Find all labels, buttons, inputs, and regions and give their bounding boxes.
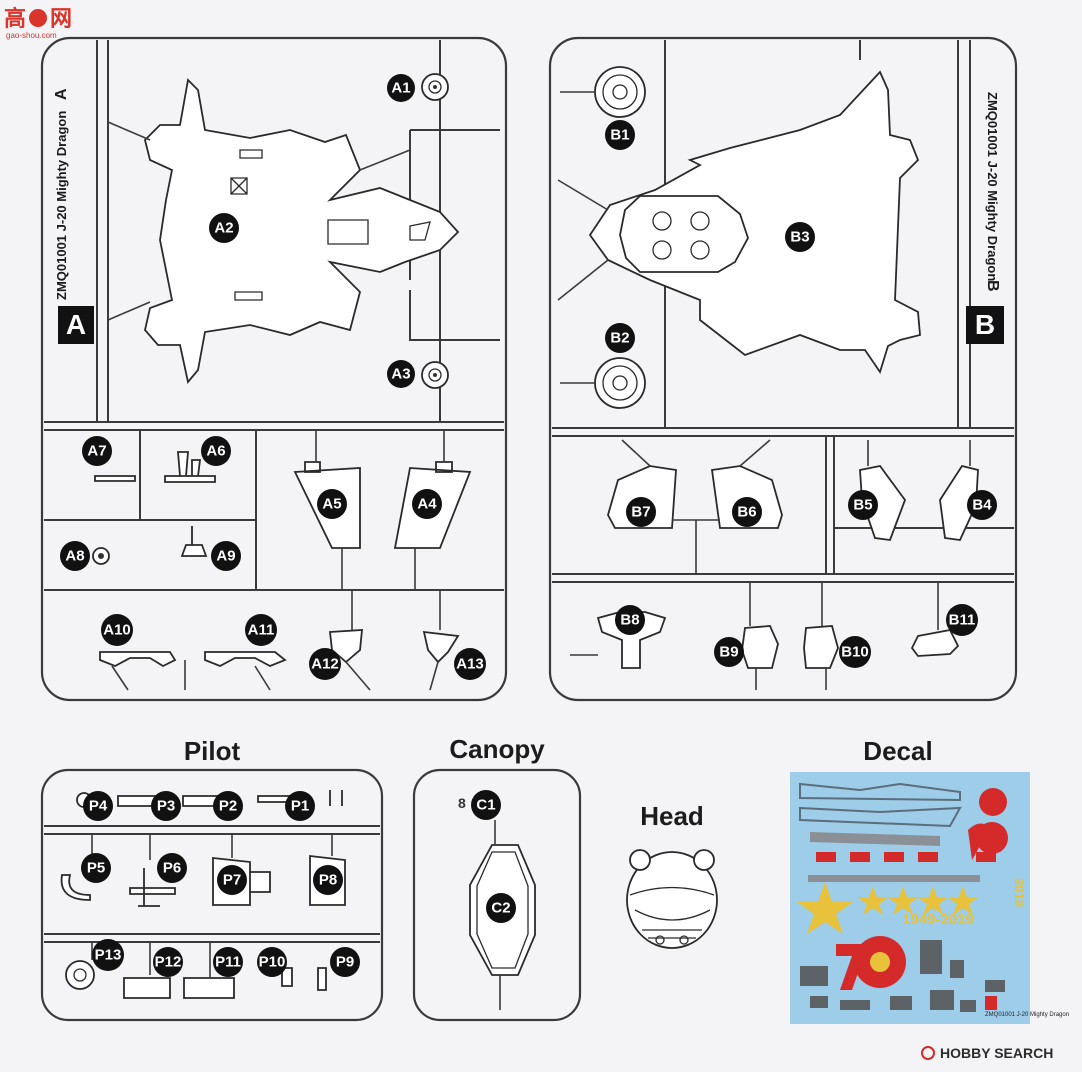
- label-p8: P8: [319, 872, 337, 889]
- sprue-a-letter: A: [66, 309, 86, 340]
- svg-text:网: 网: [50, 6, 72, 31]
- label-a4: A4: [417, 496, 437, 513]
- label-p9: P9: [336, 954, 354, 971]
- label-a12: A12: [311, 656, 339, 673]
- canopy-heading: Canopy: [449, 734, 545, 764]
- pilot-head-shape: [626, 849, 718, 949]
- label-p1: P1: [291, 798, 309, 815]
- label-a5: A5: [322, 496, 341, 513]
- label-b11: B11: [949, 612, 976, 629]
- watermark-logo: 高 网 gao-shou.com: [4, 6, 72, 40]
- watermark-hobby-search: HOBBY SEARCH: [921, 1045, 1053, 1061]
- label-a11: A11: [248, 622, 275, 639]
- label-b1: B1: [610, 127, 629, 144]
- sprue-a-side-text: ZMQ01001 J-20 Mighty Dragon: [54, 111, 69, 300]
- decal-heading: Decal: [863, 736, 932, 766]
- watermark-brand: HOBBY SEARCH: [940, 1045, 1053, 1061]
- decal-years: 1949-2019: [902, 911, 974, 928]
- label-a7: A7: [87, 443, 106, 460]
- label-b3: B3: [790, 229, 809, 246]
- label-p3: P3: [157, 798, 175, 815]
- label-b9: B9: [719, 644, 738, 661]
- label-p13: P13: [95, 947, 122, 964]
- label-b7: B7: [631, 504, 650, 521]
- label-p11: P11: [215, 954, 241, 971]
- pilot-heading: Pilot: [184, 736, 241, 766]
- label-a3: A3: [391, 366, 410, 383]
- label-c2: C2: [491, 900, 510, 917]
- label-p5: P5: [87, 860, 105, 877]
- watermark-url: gao-shou.com: [6, 31, 57, 40]
- sprue-b-letter: B: [975, 309, 995, 340]
- label-p10: P10: [259, 954, 286, 971]
- svg-text:2019: 2019: [1012, 878, 1027, 907]
- label-a1: A1: [391, 80, 410, 97]
- sprue-a-side-letter: A: [53, 88, 70, 100]
- label-b8: B8: [620, 612, 639, 629]
- label-p6: P6: [163, 860, 181, 877]
- exhaust-b1-shape: [594, 66, 646, 118]
- label-a10: A10: [103, 622, 131, 639]
- label-p7: P7: [223, 872, 241, 889]
- sprue-b-side-text: ZMQ01001 J-20 Mighty Dragon: [985, 92, 1000, 281]
- part-b3-shape: [588, 70, 921, 375]
- label-a6: A6: [206, 443, 225, 460]
- decal-sheet: 1949-2019 2019 ZMQ01001 J-20 Mighty Drag…: [790, 772, 1069, 1024]
- label-c1: C1: [476, 797, 495, 814]
- exhaust-b2-shape: [594, 357, 646, 409]
- sprue-a: ZMQ01001 J-20 Mighty Dragon A A: [40, 36, 508, 702]
- label-p4: P4: [89, 798, 108, 815]
- label-a13: A13: [456, 656, 484, 673]
- decal-caption: ZMQ01001 J-20 Mighty Dragon: [985, 1012, 1069, 1018]
- label-b10: B10: [841, 644, 869, 661]
- label-b4: B4: [972, 497, 992, 514]
- svg-text:高: 高: [4, 6, 26, 31]
- label-b5: B5: [853, 497, 872, 514]
- svg-text:8: 8: [458, 795, 466, 811]
- sprue-b-side-letter: B: [984, 280, 1001, 292]
- part-labels: A1 A2 A3 A4 A5 A6 A7 A8 A9 A10 A11 A12 A…: [60, 74, 997, 977]
- part-a2-shape: [144, 78, 460, 384]
- label-b6: B6: [737, 504, 756, 521]
- label-p2: P2: [219, 798, 237, 815]
- label-a9: A9: [216, 548, 235, 565]
- head-heading: Head: [640, 801, 704, 831]
- label-p12: P12: [155, 954, 182, 971]
- label-a8: A8: [65, 548, 84, 565]
- label-a2: A2: [214, 220, 233, 237]
- sprue-b: ZMQ01001 J-20 Mighty Dragon B B: [548, 36, 1018, 702]
- label-b2: B2: [610, 330, 629, 347]
